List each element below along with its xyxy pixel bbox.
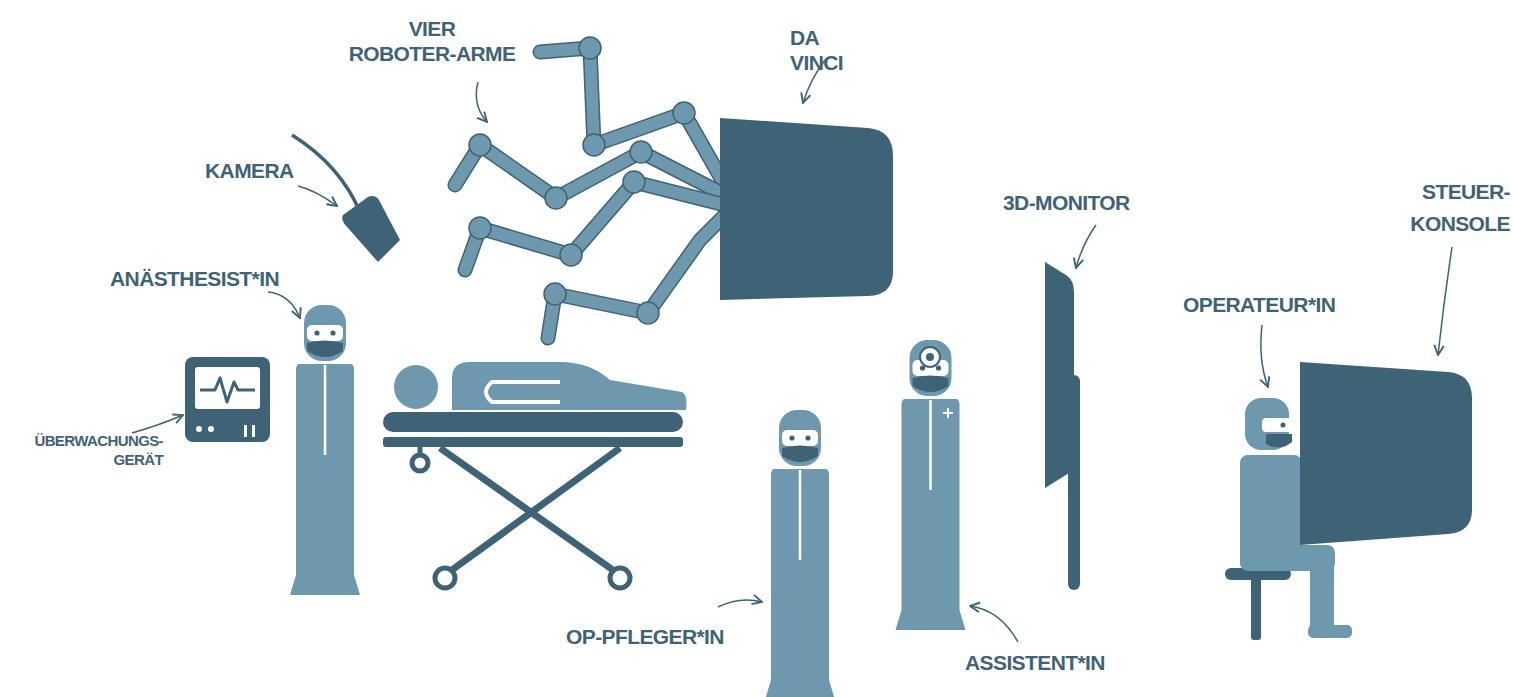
assistant-figure	[896, 340, 966, 630]
leader-arrow	[132, 415, 183, 433]
stool	[1225, 568, 1291, 640]
leader-arrow	[268, 292, 300, 318]
patient-head	[394, 365, 438, 409]
part-label: ASSISTENT*IN	[965, 650, 1105, 675]
arm-joint	[579, 37, 601, 59]
part-label: ANÄSTHESIST*IN	[110, 266, 279, 291]
cross-badge	[943, 408, 953, 418]
arm-joint	[673, 102, 695, 124]
table-leg	[440, 448, 620, 575]
monitor-slot	[244, 425, 247, 437]
part-label: OP-PFLEGER*IN	[566, 624, 724, 649]
anesthetist-figure	[290, 305, 360, 595]
table-frame	[383, 437, 683, 447]
da-vinci-body	[720, 118, 893, 300]
operator-mask	[1266, 434, 1292, 448]
arm-joint	[544, 283, 566, 305]
table-leg	[445, 448, 620, 575]
arm-joint	[560, 244, 582, 266]
part-label: ÜBERWACHUNGS- GERÄT	[34, 432, 163, 470]
part-label: 3D-MONITOR	[1003, 190, 1130, 215]
3d-monitor	[1045, 262, 1074, 488]
control-console	[1300, 362, 1472, 545]
head-mirror	[920, 347, 940, 367]
leader-arrow	[476, 82, 487, 122]
patient	[394, 362, 687, 410]
monitor-slot	[252, 425, 255, 437]
part-label: DA VINCI	[790, 25, 843, 75]
robot-arm	[548, 215, 725, 338]
patient-body	[452, 362, 687, 410]
table-wheel	[435, 568, 455, 588]
arm-joint	[583, 134, 605, 156]
operating-table	[383, 412, 683, 588]
arm-joint	[630, 141, 652, 163]
monitor-button	[196, 426, 202, 432]
operator-eye	[1281, 423, 1286, 428]
robot-arm	[548, 215, 725, 338]
monitoring-device	[185, 357, 270, 442]
operator-foot	[1308, 625, 1352, 638]
robot-arms	[455, 48, 725, 338]
camera-head	[342, 196, 400, 262]
part-label: OPERATEUR*IN	[1183, 292, 1335, 317]
arm-joint	[637, 302, 659, 324]
ecg-line	[200, 378, 255, 402]
camera-cable	[292, 135, 360, 212]
operator-face	[1262, 418, 1292, 432]
part-label: VIER ROBOTER-ARME	[349, 16, 516, 66]
monitor-screen	[195, 367, 260, 409]
monitor-button	[208, 426, 214, 432]
table-wheel	[610, 568, 630, 588]
leader-arrows	[132, 60, 1452, 642]
patient-sheet	[486, 382, 560, 402]
monitor-case	[185, 357, 270, 442]
head-mirror	[926, 353, 934, 361]
nurse-figure	[765, 410, 835, 697]
arm-joint	[469, 217, 491, 239]
table-top	[383, 412, 683, 432]
arm-joint	[545, 187, 567, 209]
leader-arrow	[1438, 247, 1452, 355]
leader-arrow	[1076, 225, 1096, 268]
leader-arrow	[1261, 325, 1268, 387]
leader-arrow	[970, 606, 1018, 642]
stool-leg	[1251, 575, 1261, 640]
part-label: KAMERA	[205, 158, 294, 183]
table-wheel	[412, 455, 428, 471]
leader-arrow	[718, 600, 762, 607]
leader-arrow	[298, 186, 337, 206]
operator-shin	[1310, 548, 1334, 636]
part-label: STEUER- KONSOLE	[1410, 176, 1510, 239]
arm-joint	[469, 134, 491, 156]
arm-joint	[623, 171, 645, 193]
arm-joints	[469, 37, 695, 324]
